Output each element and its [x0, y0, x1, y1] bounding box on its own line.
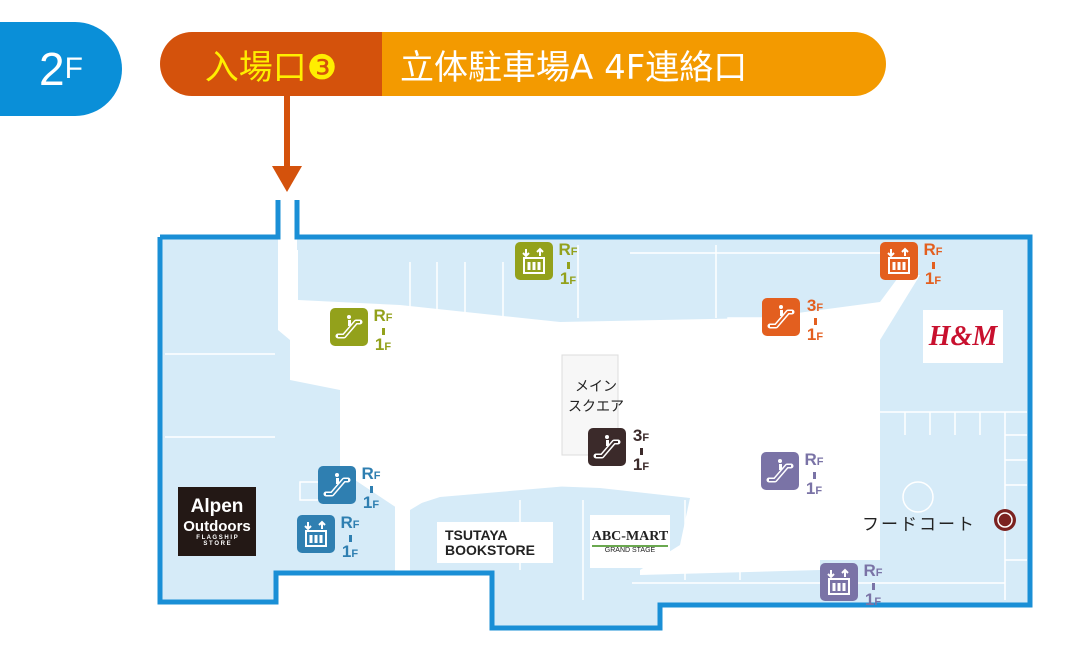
- elevator-icon[interactable]: [880, 242, 918, 280]
- escalator-floor-range: RF 1F: [370, 307, 396, 356]
- floor-number: 2: [39, 43, 65, 95]
- map-outline-main: [157, 200, 1033, 631]
- food-court-icon: [994, 509, 1016, 531]
- main-square-label: メイン スクエア: [568, 379, 624, 415]
- shop-subtitle: F L A G S H I P: [196, 535, 238, 541]
- escalator-floor-range: RF 1F: [801, 451, 827, 500]
- entrance-arrow: [272, 96, 302, 192]
- shop-name: H&M: [928, 320, 998, 352]
- shop-abc-mart[interactable]: ABC-MART GRAND STAGE: [590, 515, 670, 568]
- top-floor: 3F: [806, 296, 824, 315]
- bottom-floor: 1F: [805, 479, 823, 498]
- escalator-icon[interactable]: [588, 428, 626, 466]
- shop-name-2: Outdoors: [183, 518, 251, 535]
- escalator-icon[interactable]: [761, 452, 799, 490]
- shop-name: ABC-MART: [591, 529, 669, 547]
- shop-subtitle: GRAND STAGE: [604, 547, 656, 554]
- shop-dividers: [165, 245, 1027, 600]
- elevator-icon[interactable]: [515, 242, 553, 280]
- shop-tsutaya[interactable]: TSUTAYA BOOKSTORE: [437, 522, 553, 563]
- bottom-floor: 1F: [374, 335, 392, 354]
- top-floor: RF: [373, 306, 393, 325]
- top-floor: 3F: [632, 426, 650, 445]
- elevator-icon[interactable]: [297, 515, 335, 553]
- shop-name-2: BOOKSTORE: [445, 541, 535, 558]
- top-floor: RF: [923, 240, 943, 259]
- shop-hm[interactable]: H&M: [923, 310, 1003, 363]
- escalator-icon[interactable]: [318, 466, 356, 504]
- bottom-floor: 1F: [362, 493, 380, 512]
- escalator-floor-range: RF 1F: [358, 465, 384, 514]
- floor-unit: F: [64, 52, 83, 85]
- top-floor: RF: [558, 240, 578, 259]
- entrance-label: 入場口❸: [160, 32, 382, 96]
- map-outline: [160, 200, 281, 240]
- bottom-floor: 1F: [924, 269, 942, 288]
- shop-subtitle-2: S T O R E: [203, 541, 231, 547]
- bottom-floor: 1F: [341, 542, 359, 561]
- escalator-icon[interactable]: [330, 308, 368, 346]
- top-floor: RF: [863, 561, 883, 580]
- food-court-label: フードコート: [862, 515, 976, 535]
- top-floor: RF: [340, 513, 360, 532]
- shop-name: TSUTAYA: [445, 526, 508, 543]
- bottom-floor: 1F: [806, 325, 824, 344]
- shop-name: Alpen: [190, 496, 244, 517]
- shop-alpen-outdoors[interactable]: Alpen Outdoors F L A G S H I P S T O R E: [178, 487, 256, 556]
- escalator-icon[interactable]: [762, 298, 800, 336]
- bottom-floor: 1F: [632, 455, 650, 474]
- escalator-floor-range: 3F 1F: [802, 297, 828, 346]
- escalator-floor-range: 3F 1F: [628, 427, 654, 476]
- top-floor: RF: [804, 450, 824, 469]
- elevator-floor-range: RF 1F: [860, 562, 886, 611]
- elevator-icon[interactable]: [820, 563, 858, 601]
- top-floor: RF: [361, 464, 381, 483]
- elevator-floor-range: RF 1F: [337, 514, 363, 563]
- entrance-banner: 入場口❸ 立体駐車場A 4F連絡口: [160, 32, 886, 96]
- bottom-floor: 1F: [864, 590, 882, 609]
- bottom-floor: 1F: [559, 269, 577, 288]
- destination-label: 立体駐車場A 4F連絡口: [382, 32, 886, 96]
- elevator-floor-range: RF 1F: [920, 241, 946, 290]
- elevator-floor-range: RF 1F: [555, 241, 581, 290]
